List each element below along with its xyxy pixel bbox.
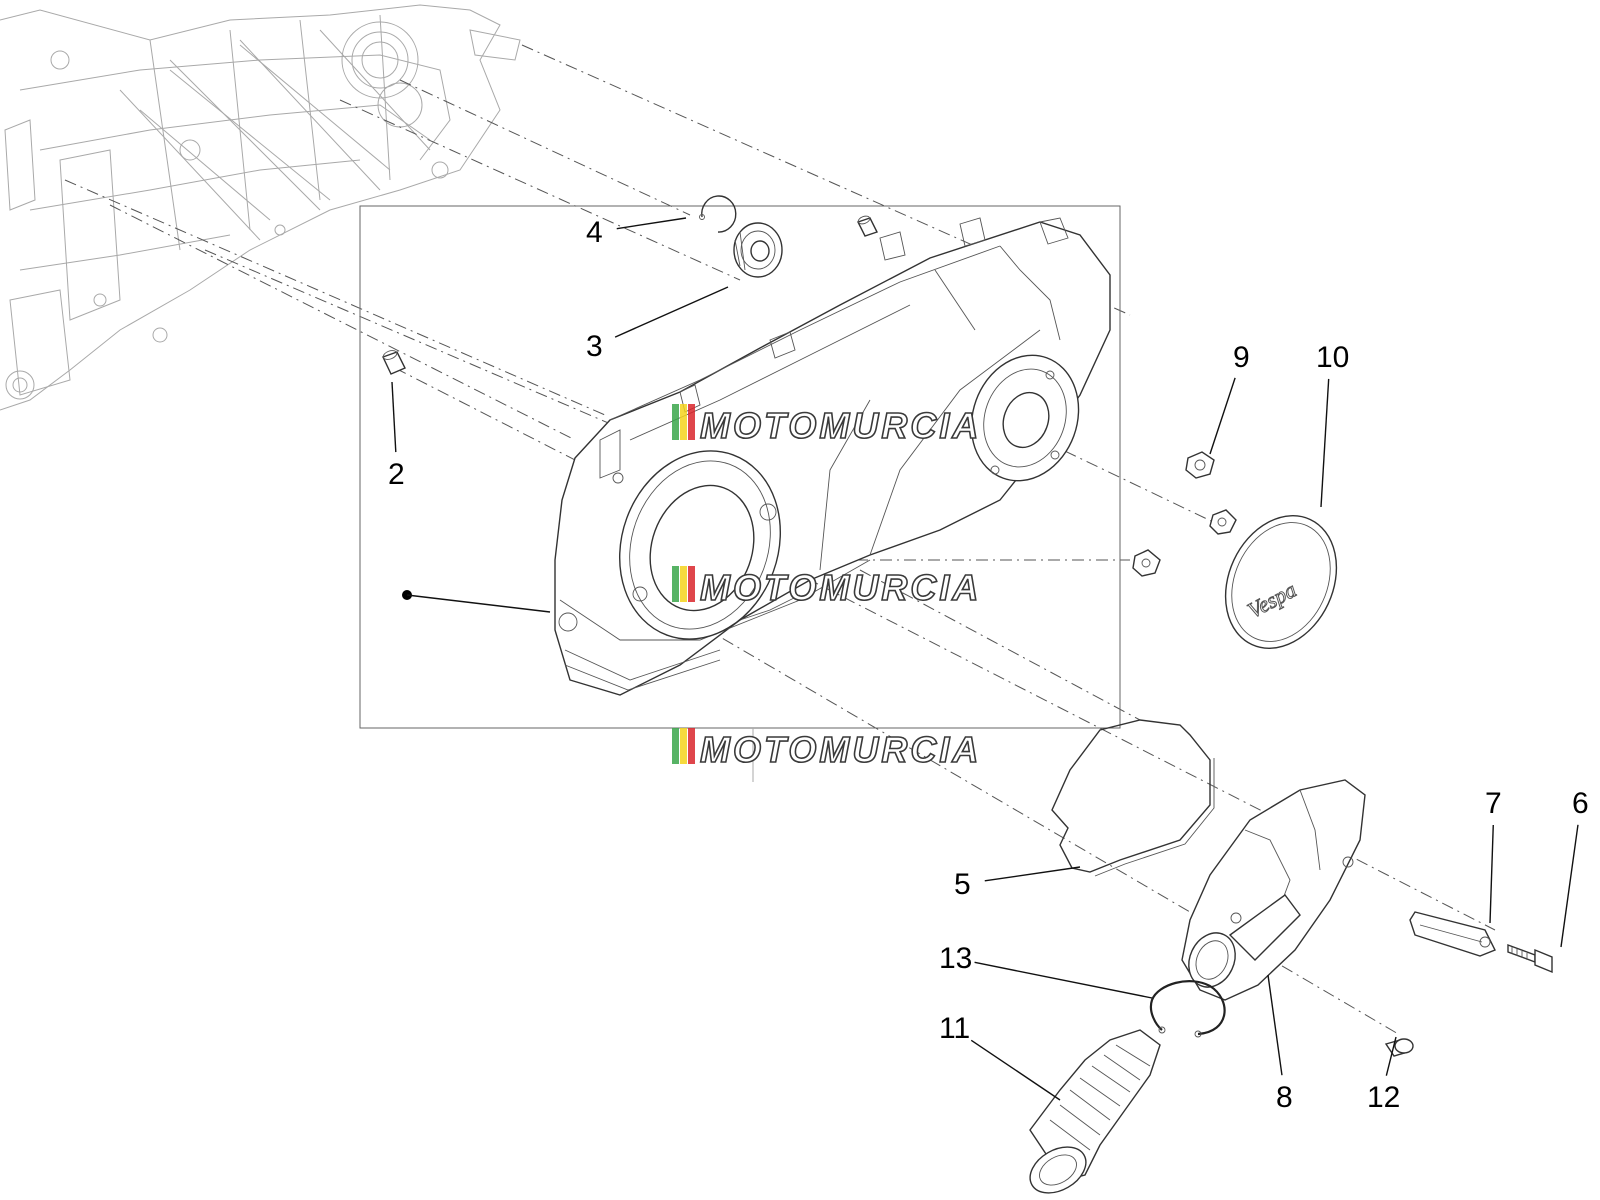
part-air-intake-cover (1181, 779, 1366, 1001)
part-bearing (733, 222, 783, 278)
callout-leader-line (1209, 377, 1236, 455)
callout-leader-line (974, 961, 1153, 999)
watermark-color-bar (680, 728, 687, 764)
callout-3: 3 (586, 286, 729, 363)
crankcase-outline (0, 4, 521, 411)
part-bolt (1507, 943, 1553, 974)
callout-leader-line (984, 866, 1081, 882)
callout-5: 5 (954, 866, 1081, 901)
callout-number: 11 (939, 1012, 970, 1045)
watermark-motomurcia: MOTOMURCIA (672, 728, 981, 771)
callout-8: 8 (1267, 974, 1293, 1114)
callout-leader-line (1267, 974, 1283, 1076)
callout-number: 10 (1316, 341, 1349, 374)
callout-leader-line (391, 381, 397, 453)
callout-layer: 4 3 2 9 10 7 6 5 13 11 8 12 (388, 216, 1589, 1114)
callout-2: 2 (388, 381, 405, 491)
watermark-color-bar (688, 566, 695, 602)
callout-number: 7 (1485, 787, 1502, 820)
callout-6: 6 (1560, 787, 1589, 948)
callout-number: 12 (1367, 1081, 1400, 1114)
watermark-color-bar (672, 404, 679, 440)
callout-number: 8 (1276, 1081, 1293, 1114)
watermark-color-bar (680, 566, 687, 602)
watermark-color-bar (688, 404, 695, 440)
callout-leader-line (1320, 378, 1330, 508)
part-intake-bellows (1029, 1029, 1161, 1194)
watermark-layer: MOTOMURCIA MOTOMURCIA MOTOMURCIA (672, 404, 981, 771)
callout-9: 9 (1209, 341, 1250, 455)
assembly-reference-marker (402, 590, 551, 613)
watermark-motomurcia: MOTOMURCIA (672, 566, 981, 609)
part-logo-cover: Vespa (1224, 515, 1338, 649)
watermark-text: MOTOMURCIA (700, 567, 981, 608)
callout-number: 2 (388, 458, 405, 491)
watermark-color-bar (672, 566, 679, 602)
callout-number: 6 (1572, 787, 1589, 820)
part-dowel-pin (382, 215, 878, 375)
callout-number: 9 (1233, 341, 1250, 374)
watermark-text: MOTOMURCIA (700, 729, 981, 770)
callout-leader-line (1385, 1036, 1397, 1076)
callout-leader-line (1489, 824, 1494, 924)
watermark-motomurcia: MOTOMURCIA (672, 404, 981, 447)
callout-number: 3 (586, 330, 603, 363)
callout-number: 4 (586, 216, 603, 249)
callout-leader-line (614, 286, 729, 338)
part-bracket (1409, 911, 1496, 957)
callout-number: 13 (939, 942, 972, 975)
callout-leader-line (616, 217, 687, 230)
callout-leader-line (970, 1039, 1061, 1101)
watermark-color-bar (680, 404, 687, 440)
part-hose-clamp (1149, 980, 1226, 1038)
transmission-cover (554, 217, 1111, 696)
callout-13: 13 (939, 942, 1153, 999)
watermark-text: MOTOMURCIA (700, 405, 981, 446)
part-circlip (699, 195, 737, 233)
callout-7: 7 (1485, 787, 1502, 924)
callout-leader-line (1560, 824, 1579, 948)
watermark-color-bar (672, 728, 679, 764)
callout-12: 12 (1367, 1036, 1400, 1114)
part-screw (1384, 1038, 1414, 1057)
part-gasket (1051, 719, 1215, 877)
callout-11: 11 (939, 1012, 1061, 1101)
part-nut (1132, 451, 1237, 577)
callout-number: 5 (954, 868, 971, 901)
callout-4: 4 (586, 216, 687, 249)
assembly-frame (359, 205, 1121, 729)
watermark-color-bar (688, 728, 695, 764)
callout-10: 10 (1316, 341, 1349, 508)
